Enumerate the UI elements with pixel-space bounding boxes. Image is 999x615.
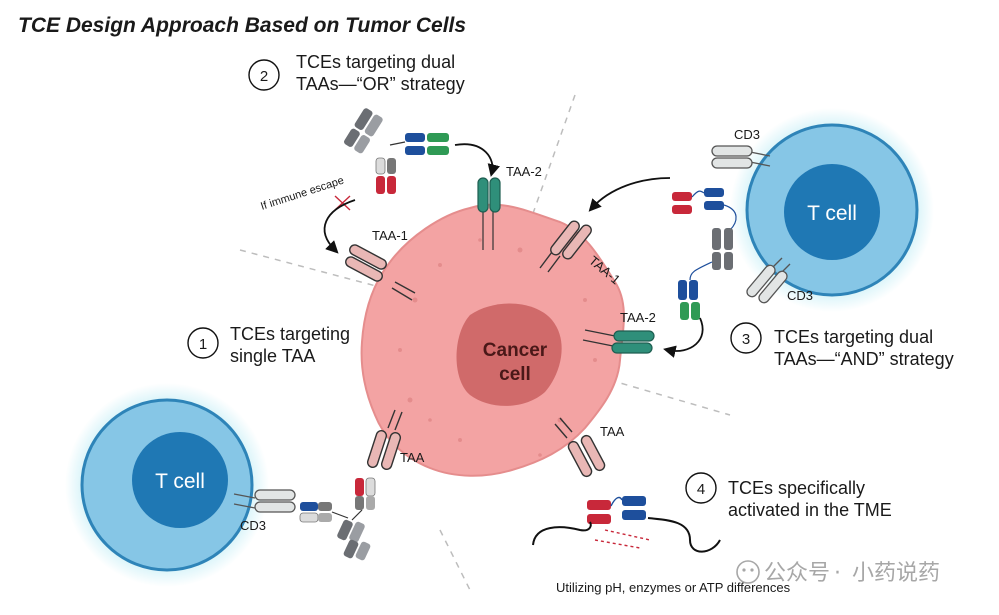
- cd3-label-right-top: CD3: [734, 127, 760, 142]
- immune-escape-label: If immune escape: [259, 175, 345, 213]
- cancer-cell-nucleus: [456, 303, 562, 406]
- cd3-right-bottom: [746, 257, 791, 304]
- strategy-title-line2: TAAs—“AND” strategy: [774, 349, 954, 369]
- strategy-title-line2: single TAA: [230, 346, 315, 366]
- taa1-receptor-left: [345, 244, 416, 301]
- taa1-receptor-right: [539, 220, 592, 273]
- taa2-receptor-right: [582, 329, 655, 354]
- tce-antibody-single-taa: [299, 477, 376, 561]
- strategy-title-line1: TCEs targeting: [230, 324, 350, 344]
- cd3-receptors: [233, 145, 791, 513]
- cd3-label-right-bottom: CD3: [787, 288, 813, 303]
- cancer-cell: Cancer cell: [360, 203, 625, 477]
- diagram-title: TCE Design Approach Based on Tumor Cells: [18, 14, 466, 37]
- taa2-label-right: TAA-2: [620, 310, 656, 325]
- strategy-number: 2: [260, 68, 268, 85]
- cancer-cell-texture: [398, 238, 597, 457]
- strategy-2-heading: 2 TCEs targeting dual TAAs—“OR” strategy: [248, 52, 465, 94]
- cd3-left: [233, 489, 296, 513]
- t-cell-nucleus: [784, 164, 880, 260]
- strategy-title-line1: TCEs specifically: [728, 478, 865, 498]
- watermark-brand: 公众号: [764, 561, 830, 586]
- t-cell-nucleus: [132, 432, 228, 528]
- strategy-number-badge: [248, 59, 280, 91]
- taa1-label-left: TAA-1: [372, 228, 408, 243]
- taa-receptor-bottom-right: [554, 417, 606, 478]
- tce-antibody-and-strategy: [672, 188, 737, 320]
- watermark-dot: ·: [834, 561, 841, 586]
- strategy-title-line1: TCEs targeting dual: [296, 52, 455, 72]
- cancer-label-line1: Cancer: [483, 340, 548, 361]
- strategy-number: 1: [199, 336, 207, 353]
- cd3-right-top: [711, 145, 771, 169]
- strategy-number: 4: [697, 481, 705, 498]
- strategy-title-line2: activated in the TME: [728, 500, 892, 520]
- taa-receptor-bottom-left: [366, 409, 403, 471]
- strategy-title-line2: TAAs—“OR” strategy: [296, 74, 465, 94]
- t-cell-left: T cell: [65, 383, 269, 587]
- strategy-3-heading: 3 TCEs targeting dual TAAs—“AND” strateg…: [730, 322, 954, 369]
- t-cell-right: T cell: [730, 108, 934, 312]
- tce-antibody-or-strategy: [334, 108, 449, 211]
- tme-caption: Utilizing pH, enzymes or ATP differences: [556, 580, 791, 595]
- taa2-receptors: [477, 177, 655, 354]
- strategy-number: 3: [742, 331, 750, 348]
- cancer-label-line2: cell: [499, 364, 531, 385]
- strategy-title-line1: TCEs targeting dual: [774, 327, 933, 347]
- strategy-number-badge: [685, 472, 717, 504]
- wechat-icon: [736, 560, 760, 584]
- taa-label-bottom-left: TAA: [400, 450, 425, 465]
- taa-receptors: [345, 220, 606, 478]
- strategy-number-badge: [730, 322, 762, 354]
- cd3-label-left: CD3: [240, 518, 266, 533]
- watermark: 公众号 · 小药说药: [736, 560, 940, 586]
- taa2-receptor-top: [477, 177, 501, 250]
- t-cell-label-left: T cell: [155, 470, 205, 493]
- arrows: [323, 143, 704, 358]
- strategy-1-heading: 1 TCEs targeting single TAA: [187, 324, 350, 366]
- watermark-name: 小药说药: [852, 561, 940, 586]
- taa2-label-top: TAA-2: [506, 164, 542, 179]
- taa-label-bottom-right: TAA: [600, 424, 625, 439]
- strategy-number-badge: [187, 327, 219, 359]
- tce-activatable-tme: [532, 496, 721, 553]
- t-cell-label-right: T cell: [807, 202, 857, 225]
- strategy-4-heading: 4 TCEs specifically activated in the TME: [685, 472, 892, 520]
